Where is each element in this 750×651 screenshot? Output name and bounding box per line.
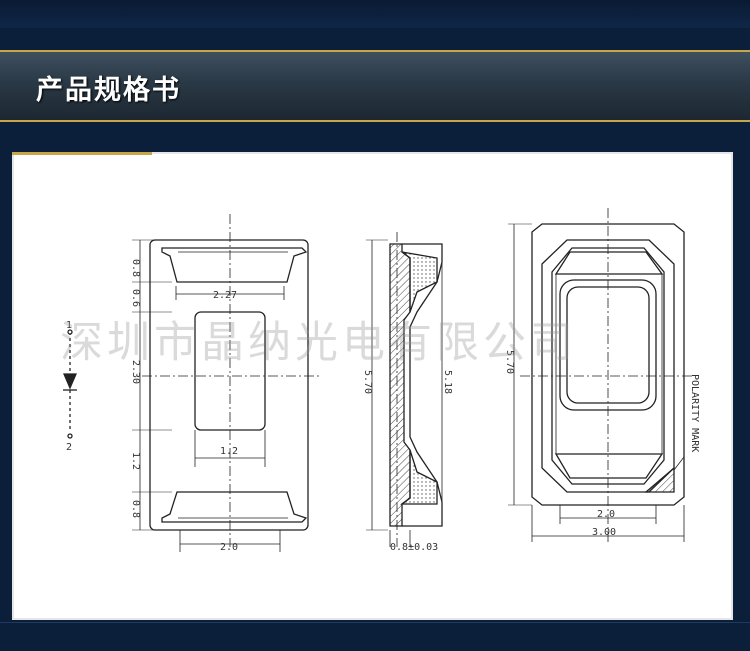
polarity-mark-label: POLARITY MARK <box>689 374 700 452</box>
dim-top-outer-width: 3.00 <box>592 527 616 538</box>
panel-accent <box>12 152 152 155</box>
front-view <box>132 214 322 552</box>
dim-left-1: 0.8 <box>130 259 141 277</box>
dim-window-width: 1.2 <box>220 446 238 457</box>
top-view <box>508 208 692 544</box>
bottom-band <box>0 622 750 651</box>
dim-left-3: 2.30 <box>130 360 141 384</box>
top-band <box>0 0 750 28</box>
page-title: 产品规格书 <box>36 75 181 106</box>
dim-side-outer: 5.70 <box>362 370 373 394</box>
side-view <box>366 232 443 547</box>
dim-left-2: 0.6 <box>130 289 141 307</box>
spec-drawing-panel <box>12 152 733 620</box>
dim-front-width: 2.0 <box>220 542 238 553</box>
header-bar: 产品规格书 <box>0 50 750 122</box>
technical-drawing: 1 2 2.27 1.2 2.0 0.8 0.6 2.30 1.2 0.8 5.… <box>63 208 700 553</box>
dim-side-inner: 5.18 <box>442 370 453 394</box>
dim-top-height: 5.70 <box>504 350 515 374</box>
pin2-label: 2 <box>66 442 72 453</box>
company-watermark: 深圳市晶纳光电有限公司 <box>60 318 577 368</box>
diode-symbol <box>63 329 77 439</box>
dim-left-5: 0.8 <box>130 500 141 518</box>
dim-left-4: 1.2 <box>130 452 141 470</box>
pin1-label: 1 <box>66 320 72 331</box>
dim-side-thickness: 0.8±0.03 <box>390 542 438 553</box>
dim-pad-span: 2.27 <box>213 290 237 301</box>
dim-top-inner-width: 2.0 <box>597 509 615 520</box>
